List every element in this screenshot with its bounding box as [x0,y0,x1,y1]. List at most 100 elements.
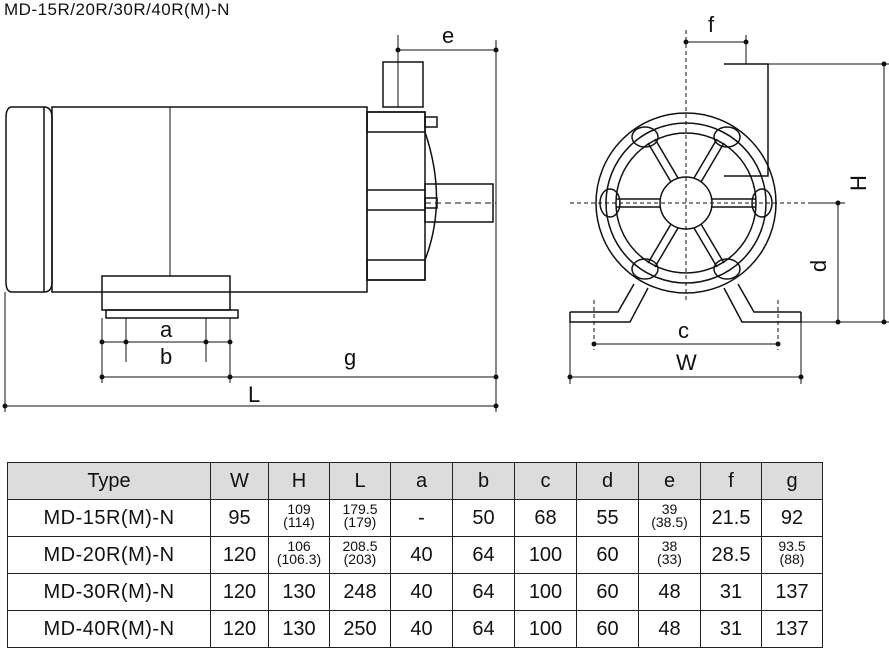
cell-b: 64 [452,536,515,574]
cell-H-stacked: 109(114) [283,501,315,530]
cell-H-line: (114) [283,514,315,530]
cell-W: 120 [210,573,269,611]
cell-H: 109(114) [268,499,330,537]
pump-bracket [366,111,426,281]
header-c: c [514,462,577,500]
front-view-base [569,283,802,323]
dimension-label-L: L [248,382,260,407]
dimension-label-H: H [846,175,871,191]
cell-L-line: 179.5 [342,501,378,517]
cell-e: 39(38.5) [638,499,701,537]
cell-d: 55 [576,499,639,537]
cell-g: 92 [761,499,823,537]
cell-d: 60 [576,536,639,574]
cell-g-line: 93.5 [778,538,806,554]
header-H: H [268,462,330,500]
cell-e: 48 [638,573,701,611]
dimension-label-a: a [160,317,173,342]
cell-type: MD-40R(M)-N [7,610,211,648]
pump-dimension-drawing: a b g L e [2,12,889,412]
dimension-label-f: f [708,12,715,37]
cell-e-stacked: 39(38.5) [651,501,688,530]
header-L: L [329,462,391,500]
cell-H-line: 109 [287,501,311,517]
cell-H: 106(106.3) [268,536,330,574]
cell-f: 31 [700,573,762,611]
cell-b: 64 [452,573,515,611]
motor-foot [101,275,231,311]
cell-H-line: 106 [287,538,311,554]
cell-H: 130 [268,573,330,611]
header-f: f [700,462,762,500]
cell-L-line: (179) [343,514,377,530]
motor-end-cap [5,106,53,293]
side-view [5,61,496,319]
drawing-title: MD-15R/20R/30R/40R(M)-N [4,0,230,19]
cell-L-line: (203) [343,551,377,567]
header-b: b [452,462,515,500]
cell-d: 60 [576,573,639,611]
side-view-dimensions [2,35,499,412]
cell-f: 28.5 [700,536,762,574]
cell-c: 100 [514,573,577,611]
dimension-label-e: e [442,23,454,48]
cell-f: 31 [700,610,762,648]
cell-e-line: 38 [661,538,678,554]
cell-L: 250 [329,610,391,648]
cell-L: 179.5(179) [329,499,391,537]
discharge-nozzle [382,61,424,108]
cell-e: 38(33) [638,536,701,574]
cell-g: 137 [761,573,823,611]
front-view-dimensions [567,30,889,384]
dimension-label-b: b [160,344,172,369]
cell-a: 40 [390,536,453,574]
cell-H-line: (106.3) [276,551,322,567]
cell-d: 60 [576,610,639,648]
header-W: W [210,462,269,500]
cell-e-line: 39 [661,501,678,517]
cell-L: 248 [329,573,391,611]
dimension-label-d: d [806,260,831,272]
cell-f: 21.5 [700,499,762,537]
cell-W: 120 [210,536,269,574]
cell-L-stacked: 179.5(179) [342,501,378,530]
dimension-label-c: c [678,318,689,343]
cell-type: MD-15R(M)-N [7,499,211,537]
cell-H-stacked: 106(106.3) [276,538,322,567]
motor-body [51,106,368,293]
cell-b: 64 [452,610,515,648]
header-d: d [576,462,639,500]
cell-type: MD-30R(M)-N [7,573,211,611]
cell-e-line: (33) [657,551,682,567]
cell-g: 137 [761,610,823,648]
cell-a: - [390,499,453,537]
cell-W: 95 [210,499,269,537]
cell-L-line: 208.5 [342,538,378,554]
cell-a: 40 [390,610,453,648]
cell-g-line: (88) [779,551,805,567]
header-g: g [761,462,823,500]
cell-e-line: (38.5) [651,514,688,530]
cell-H: 130 [268,610,330,648]
cell-c: 100 [514,610,577,648]
cell-c: 68 [514,499,577,537]
cell-g: 93.5(88) [761,536,823,574]
header-a: a [390,462,453,500]
cell-g-stacked: 93.5(88) [778,538,806,567]
table-header-row: Type W H L a b c d e f g [7,462,823,500]
cell-b: 50 [452,499,515,537]
cell-c: 100 [514,536,577,574]
cell-e: 48 [638,610,701,648]
dimension-label-W: W [676,350,697,375]
header-e: e [638,462,701,500]
cell-L: 208.5(203) [329,536,391,574]
cell-L-stacked: 208.5(203) [342,538,378,567]
front-view-discharge-nozzle [724,63,769,177]
dimension-label-g: g [344,345,356,370]
header-type: Type [7,462,211,500]
